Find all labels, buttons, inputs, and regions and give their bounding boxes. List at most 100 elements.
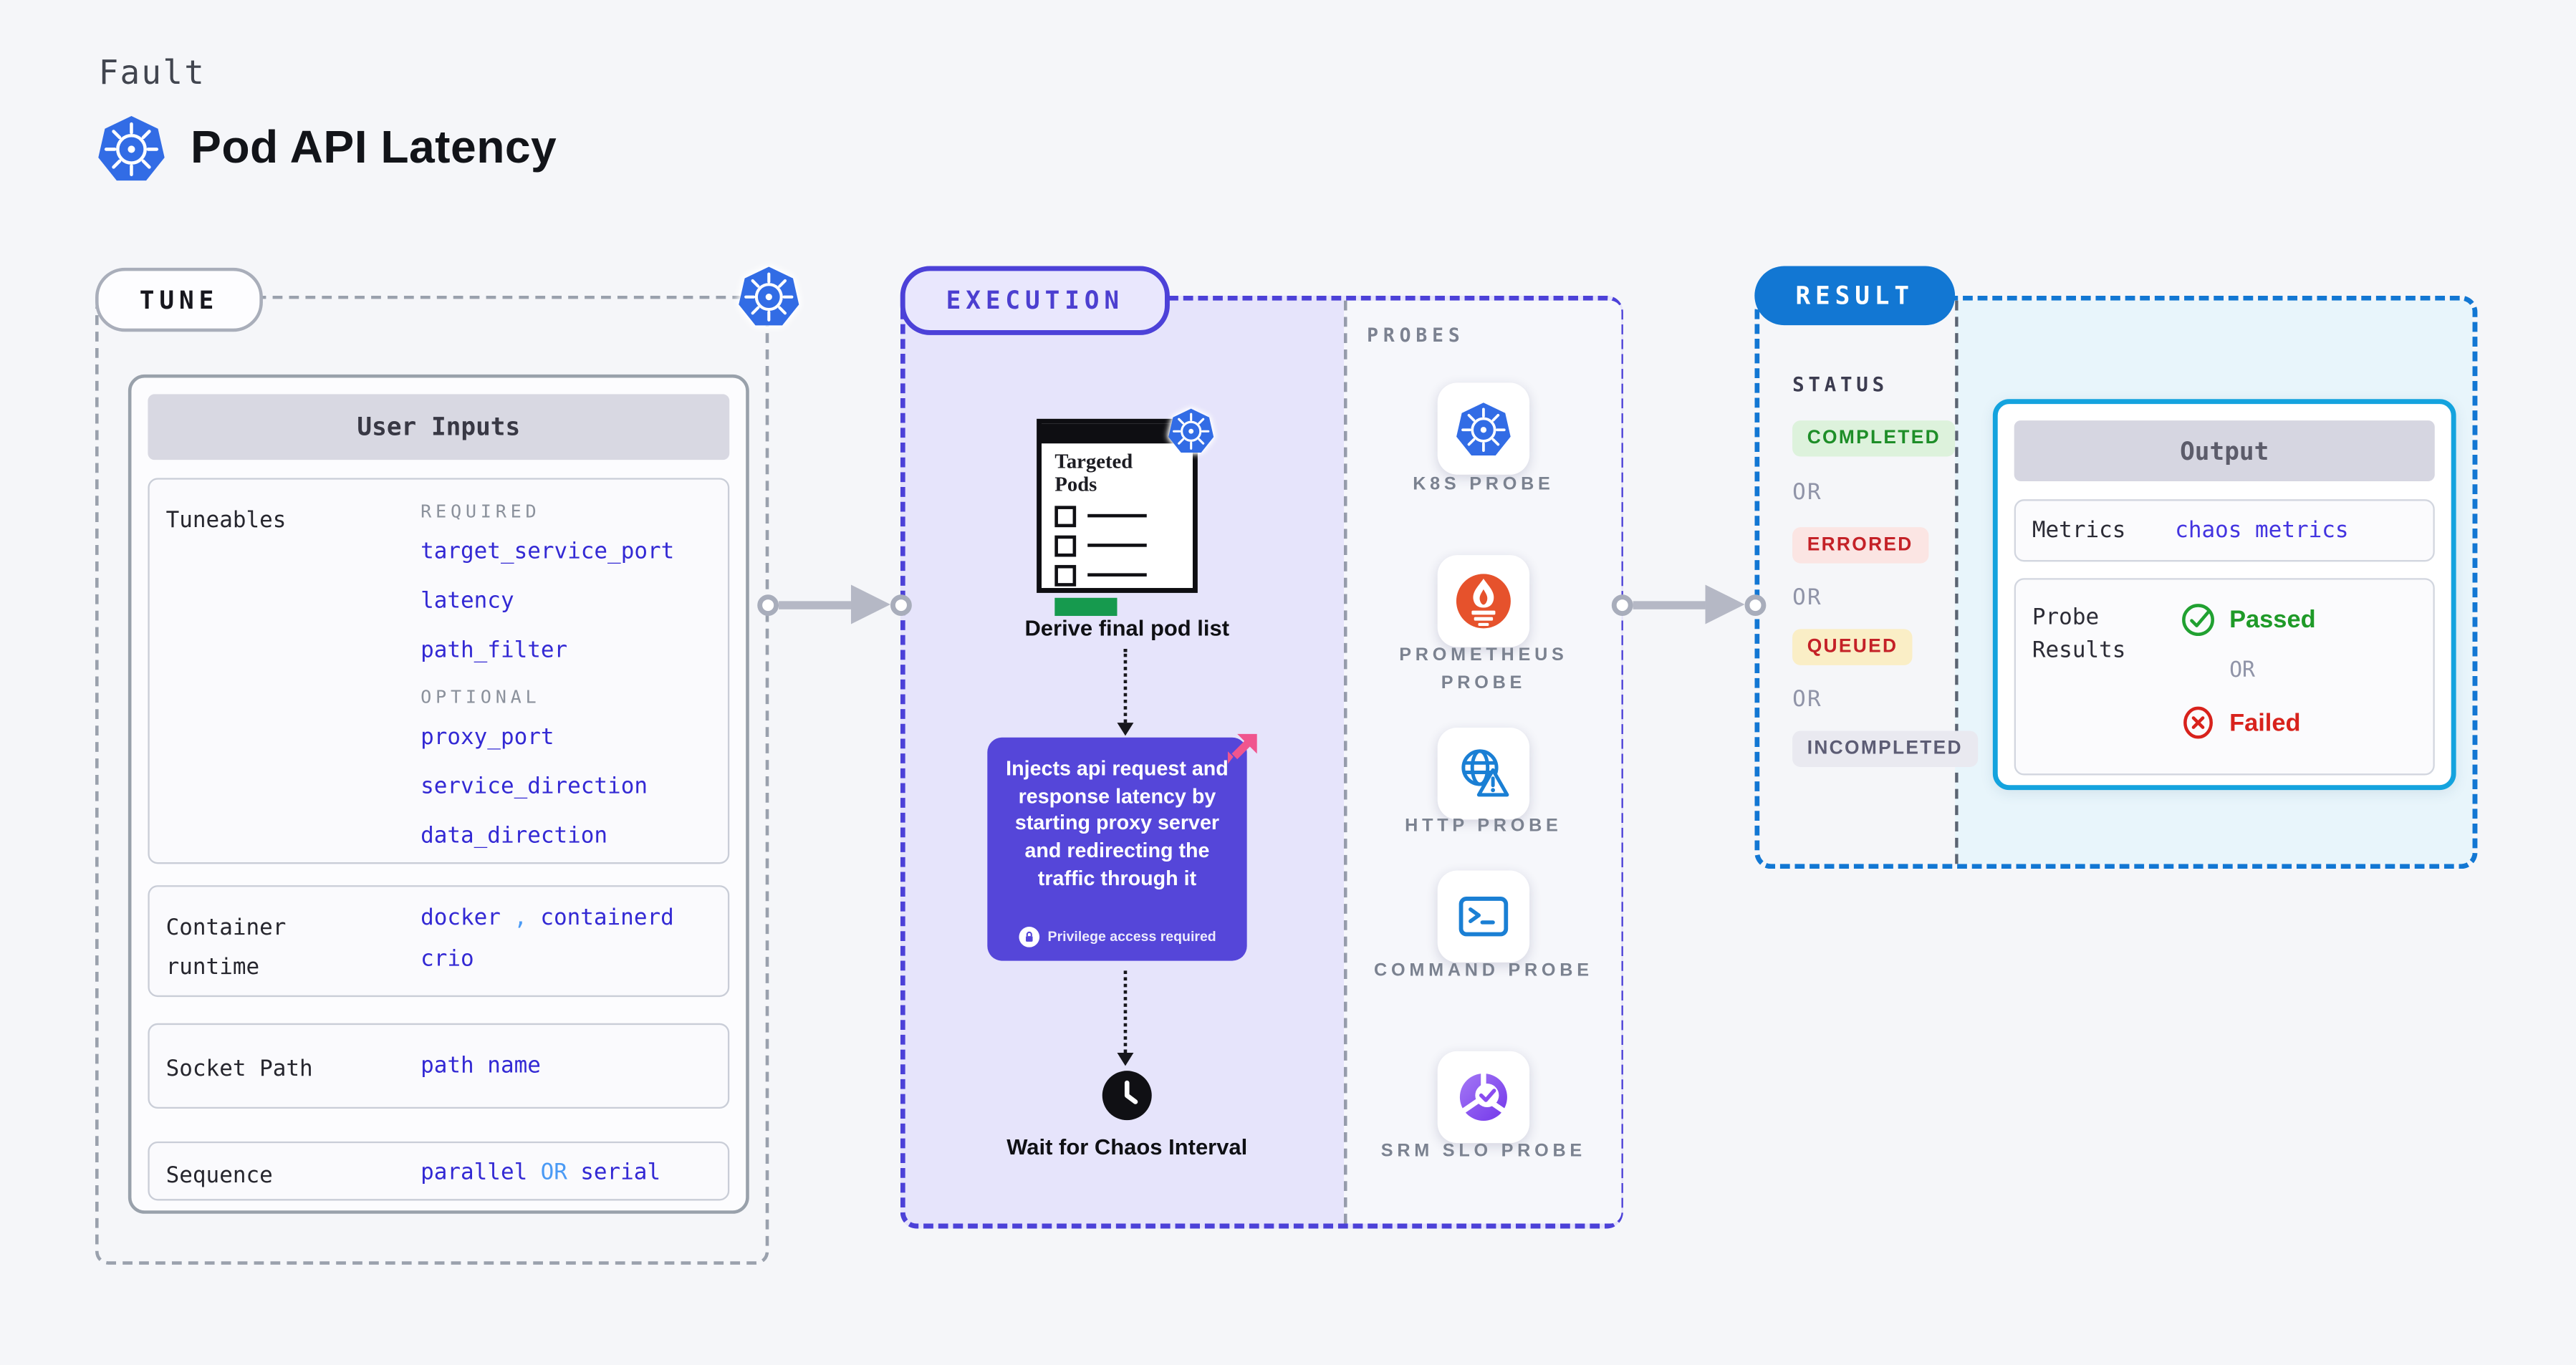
probe-results-label: Probe Results bbox=[2032, 604, 2126, 665]
check-circle-icon bbox=[2180, 601, 2216, 637]
probe-card-command bbox=[1437, 870, 1530, 963]
wait-chaos-interval-label: Wait for Chaos Interval bbox=[1006, 1134, 1248, 1160]
user-inputs-title: User Inputs bbox=[148, 394, 730, 460]
result-pill: RESULT bbox=[1754, 266, 1956, 326]
tuneable-value: proxy_port bbox=[420, 724, 554, 751]
probe-card-srm-slo bbox=[1437, 1051, 1530, 1144]
runtime-value: containerd bbox=[540, 905, 674, 932]
pod-line bbox=[1087, 514, 1147, 518]
execution-pill: EXECUTION bbox=[900, 266, 1170, 335]
failed-result: Failed bbox=[2180, 705, 2301, 741]
slo-donut-check-icon bbox=[1454, 1068, 1514, 1127]
status-badge: COMPLETED bbox=[1792, 420, 1956, 457]
optional-heading: OPTIONAL bbox=[420, 686, 541, 708]
tuneable-value: data_direction bbox=[420, 822, 608, 849]
tuneables-label: Tuneables bbox=[165, 507, 287, 534]
status-badge: INCOMPLETED bbox=[1792, 730, 1978, 768]
connector-ring bbox=[890, 594, 912, 615]
probe-results-row: Probe Results Passed OR Failed bbox=[2014, 578, 2435, 776]
sequence-row: Sequence parallel OR serial bbox=[148, 1141, 730, 1201]
dotted-connector bbox=[1123, 970, 1128, 1053]
targeted-pods-card: Targeted Pods bbox=[1037, 419, 1198, 616]
targeted-pods-title: Targeted Pods bbox=[1054, 450, 1133, 497]
pod-list-item bbox=[1054, 505, 1179, 527]
passed-label: Passed bbox=[2229, 605, 2316, 634]
checkbox-icon bbox=[1054, 535, 1077, 556]
checkbox-icon bbox=[1054, 564, 1077, 587]
arrowhead bbox=[1117, 723, 1134, 736]
socket-path-row: Socket Path path name bbox=[148, 1023, 730, 1109]
prometheus-icon bbox=[1454, 571, 1514, 631]
failed-label: Failed bbox=[2229, 708, 2301, 737]
sequence-value: parallel bbox=[420, 1159, 528, 1186]
derive-pod-list-label: Derive final pod list bbox=[1024, 616, 1230, 641]
probe-label: COMMAND PROBE bbox=[1374, 960, 1593, 981]
probes-heading: PROBES bbox=[1367, 323, 1465, 347]
progress-bar bbox=[1054, 597, 1118, 616]
probes-panel: PROBES K8S PROBE PROMETHEUS PROBE HTTP P… bbox=[1343, 300, 1622, 1224]
runtime-value: crio bbox=[420, 945, 474, 973]
socket-path-label: Socket Path bbox=[165, 1056, 313, 1083]
window-titlebar bbox=[1041, 423, 1193, 444]
kubernetes-icon bbox=[1166, 405, 1216, 455]
tuneable-value: service_direction bbox=[420, 773, 648, 800]
tuneables-row: Tuneables REQUIRED target_service_port l… bbox=[148, 478, 730, 864]
arrowhead bbox=[1117, 1053, 1134, 1066]
dotted-connector bbox=[1123, 648, 1128, 723]
lock-icon bbox=[1018, 926, 1039, 947]
pod-line bbox=[1087, 573, 1147, 577]
or-separator: OR bbox=[1792, 686, 1822, 713]
or-separator: OR bbox=[2229, 658, 2256, 684]
status-badge: QUEUED bbox=[1792, 629, 1913, 665]
sequence-label: Sequence bbox=[165, 1162, 273, 1190]
probe-label: K8S PROBE bbox=[1413, 474, 1554, 495]
kubernetes-icon bbox=[736, 263, 802, 329]
http-globe-warning-icon bbox=[1454, 744, 1514, 804]
connector-line bbox=[1633, 600, 1706, 609]
tune-pill: TUNE bbox=[95, 267, 263, 332]
status-badge: ERRORED bbox=[1792, 527, 1928, 564]
container-runtime-row: Container runtime docker , containerd cr… bbox=[148, 885, 730, 998]
tuneables-values: REQUIRED target_service_port latency pat… bbox=[420, 501, 674, 849]
metrics-row: Metrics chaos metrics bbox=[2014, 499, 2435, 562]
privilege-note-row: Privilege access required bbox=[987, 926, 1246, 947]
connector-ring bbox=[1744, 594, 1767, 615]
kubernetes-icon bbox=[95, 112, 168, 184]
probe-card-k8s bbox=[1437, 382, 1530, 475]
result-section: STATUS COMPLETED OR ERRORED OR QUEUED OR… bbox=[1754, 295, 2478, 869]
terminal-icon bbox=[1454, 887, 1514, 946]
metrics-label: Metrics bbox=[2032, 517, 2126, 544]
metrics-value: chaos metrics bbox=[2175, 517, 2349, 544]
kubernetes-icon bbox=[1454, 399, 1514, 458]
inject-description: Injects api request and response latency… bbox=[1006, 757, 1229, 889]
checkbox-icon bbox=[1054, 505, 1077, 527]
arrowhead bbox=[850, 584, 891, 624]
pod-list-item bbox=[1054, 535, 1179, 556]
or-separator: OR bbox=[1792, 584, 1822, 612]
sequence-value: serial bbox=[580, 1159, 661, 1186]
privilege-note: Privilege access required bbox=[1047, 927, 1216, 945]
separator: , bbox=[514, 905, 527, 932]
fault-eyebrow: Fault bbox=[98, 52, 206, 92]
x-circle-icon bbox=[2180, 705, 2216, 741]
arrowhead bbox=[1705, 584, 1745, 624]
container-runtime-label: Container runtime bbox=[165, 915, 287, 981]
inject-description-box: Injects api request and response latency… bbox=[987, 738, 1246, 961]
socket-path-value: path name bbox=[420, 1053, 541, 1079]
chaos-icon bbox=[1222, 729, 1261, 768]
connector-ring bbox=[1611, 594, 1633, 615]
pod-line bbox=[1087, 544, 1147, 548]
connector-ring bbox=[757, 594, 779, 615]
probe-label: PROMETHEUS PROBE bbox=[1399, 645, 1568, 693]
output-card: Output Metrics chaos metrics Probe Resul… bbox=[1992, 399, 2456, 791]
connector-line bbox=[779, 600, 851, 609]
page-title-row: Pod API Latency bbox=[95, 112, 557, 184]
probe-label: HTTP PROBE bbox=[1405, 816, 1562, 836]
probe-card-prometheus bbox=[1437, 555, 1530, 647]
required-heading: REQUIRED bbox=[420, 501, 541, 523]
passed-result: Passed bbox=[2180, 601, 2316, 637]
tuneable-value: latency bbox=[420, 588, 514, 614]
probe-label: SRM SLO PROBE bbox=[1380, 1141, 1586, 1162]
clock-icon bbox=[1101, 1069, 1153, 1122]
